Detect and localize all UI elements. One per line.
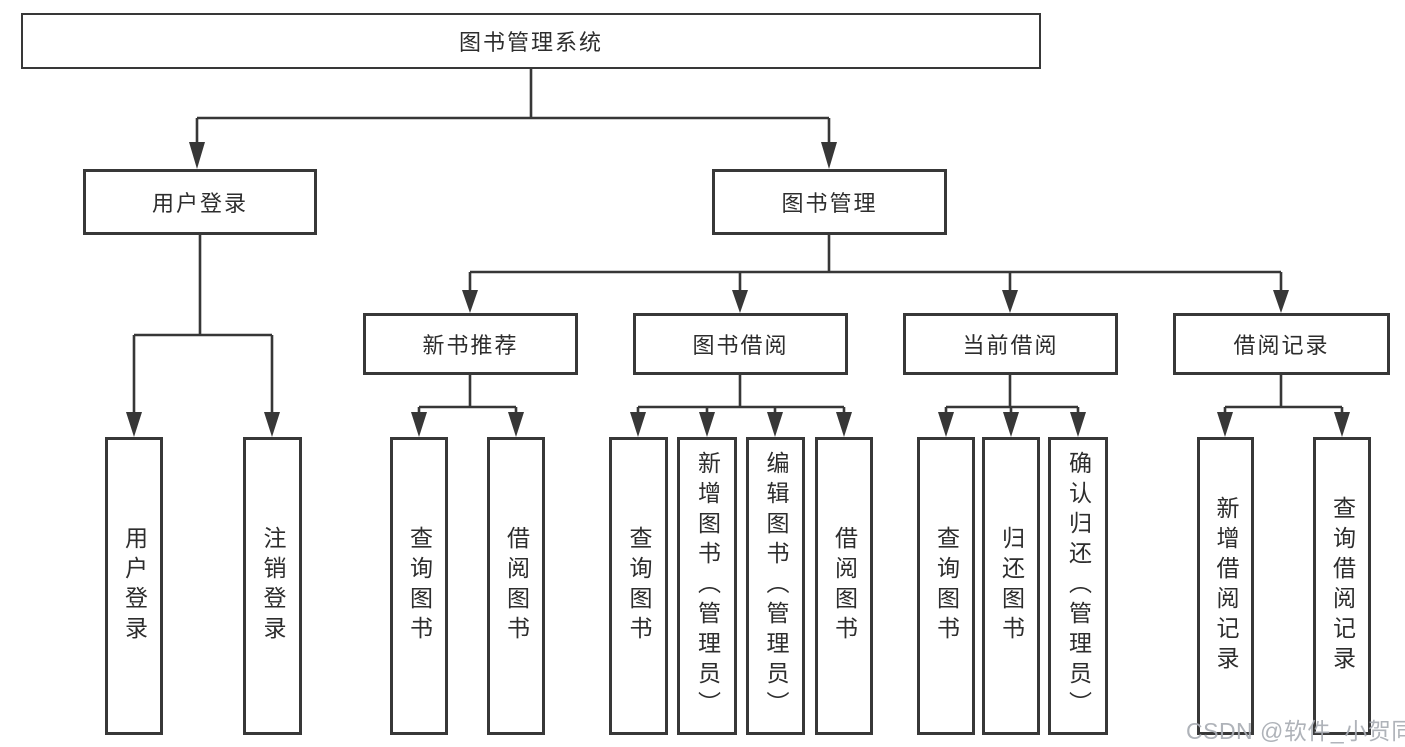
csdn-watermark: CSDN @软件_小贺同学 bbox=[1186, 718, 1405, 744]
connector-path bbox=[132, 69, 1344, 416]
node-new-book-recommend: 新书推荐 bbox=[363, 313, 578, 375]
node-book-borrowing: 图书借阅 bbox=[633, 313, 848, 375]
leaf-add-borrow-record: 新增借阅记录 bbox=[1197, 437, 1254, 735]
leaf-query-books-recommend: 查询图书 bbox=[390, 437, 448, 735]
node-library-system: 图书管理系统 bbox=[21, 13, 1041, 69]
leaf-add-books-admin: 新增图书（管理员） bbox=[677, 437, 737, 735]
leaf-query-books-current: 查询图书 bbox=[917, 437, 975, 735]
leaf-confirm-return-admin: 确认归还（管理员） bbox=[1048, 437, 1108, 735]
leaf-logout: 注销登录 bbox=[243, 437, 302, 735]
leaf-query-borrow-record: 查询借阅记录 bbox=[1313, 437, 1371, 735]
node-current-borrowing: 当前借阅 bbox=[903, 313, 1118, 375]
node-borrow-records: 借阅记录 bbox=[1173, 313, 1390, 375]
node-user-login: 用户登录 bbox=[83, 169, 317, 235]
leaf-return-books: 归还图书 bbox=[982, 437, 1040, 735]
leaf-borrow-books: 借阅图书 bbox=[815, 437, 873, 735]
leaf-query-books-borrow: 查询图书 bbox=[609, 437, 668, 735]
node-book-management: 图书管理 bbox=[712, 169, 947, 235]
leaf-edit-books-admin: 编辑图书（管理员） bbox=[746, 437, 805, 735]
leaf-borrow-books-recommend: 借阅图书 bbox=[487, 437, 545, 735]
leaf-user-login: 用户登录 bbox=[105, 437, 163, 735]
